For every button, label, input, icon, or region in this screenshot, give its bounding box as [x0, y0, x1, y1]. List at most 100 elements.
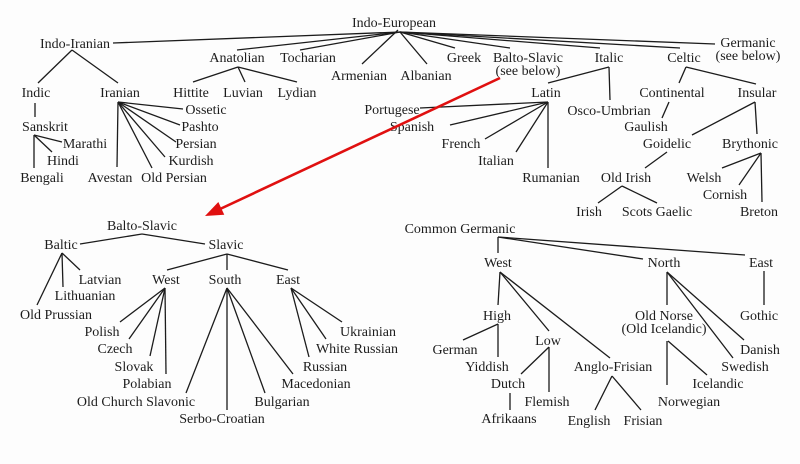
node-baltoslavic: Balto-Slavic [107, 219, 177, 234]
edge-brythonic-to-welsh [721, 152, 762, 169]
edge-iranian-to-oldpersian [117, 101, 153, 169]
node-germanic-ref: Germanic [720, 36, 775, 51]
node-afrikaans: Afrikaans [481, 412, 536, 427]
edge-celtic-to-insular [685, 66, 757, 85]
edge-baltoslavic-to-slavic [141, 233, 206, 245]
node-yiddish: Yiddish [465, 360, 509, 375]
node-tocharian: Tocharian [280, 51, 336, 66]
node-bulgarian: Bulgarian [254, 395, 309, 410]
node-iranian: Iranian [100, 86, 140, 101]
edge-baltic-to-oldprussian [36, 252, 63, 306]
node-indic: Indic [22, 86, 51, 101]
node-slavic: Slavic [209, 238, 244, 253]
edge-anglofrisian-to-frisian [611, 375, 642, 411]
edge-ie-to-celtic [399, 31, 681, 49]
edge-high-to-german [462, 323, 499, 341]
node-swedish: Swedish [721, 360, 768, 375]
node-gothic: Gothic [740, 309, 778, 324]
node-armenian: Armenian [331, 69, 387, 84]
node-lydian: Lydian [278, 86, 317, 101]
node-oldirish: Old Irish [601, 171, 651, 186]
node-italic: Italic [595, 51, 624, 66]
edge-italic-to-latin [547, 66, 610, 84]
node-ukrainian: Ukrainian [340, 325, 396, 340]
edge-latin-to-french [484, 101, 549, 140]
node-celtic: Celtic [667, 51, 700, 66]
node-germanic-ref-note: (see below) [716, 49, 781, 64]
node-polish: Polish [84, 325, 119, 340]
edge-sl_west-to-slovak [149, 287, 166, 357]
node-whiterussian: White Russian [316, 342, 398, 357]
node-gaulish: Gaulish [624, 120, 668, 135]
edge-oldnorse-to-icelandic [667, 340, 708, 376]
node-hindi: Hindi [47, 154, 79, 169]
node-baltoslavic-ref: Balto-Slavic [493, 51, 563, 66]
edge-sanskrit-to-hindi [33, 134, 53, 153]
node-breton: Breton [740, 205, 778, 220]
node-oscoumbrian: Osco-Umbrian [567, 104, 650, 119]
edge-latin-to-spanish [449, 101, 549, 126]
node-sl-south: South [209, 273, 242, 288]
node-norwegian: Norwegian [658, 395, 720, 410]
edge-celtic-to-continental [678, 66, 687, 84]
node-dutch: Dutch [491, 377, 525, 392]
node-hittite: Hittite [173, 86, 209, 101]
node-anglofrisian: Anglo-Frisian [574, 360, 653, 375]
edge-commongermanic-to-ge_north [497, 236, 644, 260]
edge-anglofrisian-to-english [594, 375, 613, 411]
node-indoiranian: Indo-Iranian [40, 37, 110, 52]
edge-baltic-to-latvian [61, 252, 81, 271]
edge-ie-to-armenian [361, 29, 399, 65]
edge-sl_south-to-macedonian [226, 287, 294, 375]
edge-commongermanic-to-ge_east [497, 236, 746, 256]
edge-ie-to-baltoslavic_ref [399, 31, 511, 49]
edge-oldirish-to-irish [597, 185, 623, 204]
edge-baltic-to-lithuanian [61, 252, 64, 288]
edge-sl_east-to-whiterussian [290, 287, 327, 340]
edge-sl_west-to-polabian [164, 287, 167, 375]
edge-ge_west-to-anglofrisian [499, 271, 611, 359]
node-marathi: Marathi [63, 137, 107, 152]
node-german: German [432, 343, 477, 358]
edge-ie-to-anatolian [236, 31, 401, 51]
node-goidelic: Goidelic [643, 137, 691, 152]
node-insular: Insular [738, 86, 777, 101]
node-continental: Continental [639, 86, 704, 101]
node-latvian: Latvian [79, 273, 122, 288]
edge-sl_east-to-russian [290, 287, 310, 358]
edge-latin-to-portugese [419, 101, 549, 109]
edges-layer [33, 29, 765, 411]
edge-ie-to-greek [399, 31, 456, 49]
node-pashto: Pashto [181, 120, 218, 135]
node-ge-north: North [648, 256, 681, 271]
edge-baltoslavic-to-baltic [79, 233, 143, 245]
node-rumanian: Rumanian [522, 171, 580, 186]
arrow-shaft [218, 76, 501, 211]
node-oldprussian: Old Prussian [20, 308, 92, 323]
pointer-arrow [205, 76, 501, 216]
edge-ge_north-to-danish [666, 271, 745, 341]
edge-iranian-to-avestan [116, 101, 119, 168]
edge-anatolian-to-lydian [237, 66, 298, 83]
edge-ie-to-germanic_ref [399, 31, 716, 45]
node-slovak: Slovak [115, 360, 154, 375]
node-irish: Irish [576, 205, 602, 220]
node-latin: Latin [531, 86, 561, 101]
node-high: High [483, 309, 511, 324]
node-low: Low [535, 334, 562, 349]
edge-ge_west-to-high [497, 271, 501, 306]
arrow-head-icon [205, 202, 225, 216]
node-ie: Indo-European [352, 16, 436, 31]
node-baltic: Baltic [44, 238, 77, 253]
node-sanskrit: Sanskrit [22, 120, 68, 135]
node-kurdish: Kurdish [168, 154, 213, 169]
edge-sl_east-to-ukrainian [290, 287, 343, 323]
edge-indoiranian-to-indic [37, 49, 73, 84]
edge-sl_west-to-czech [128, 287, 166, 340]
node-luvian: Luvian [223, 86, 263, 101]
node-portugese: Portugese [364, 103, 419, 118]
edge-iranian-to-kurdish [117, 101, 166, 158]
edge-sl_south-to-ocs [185, 287, 228, 394]
